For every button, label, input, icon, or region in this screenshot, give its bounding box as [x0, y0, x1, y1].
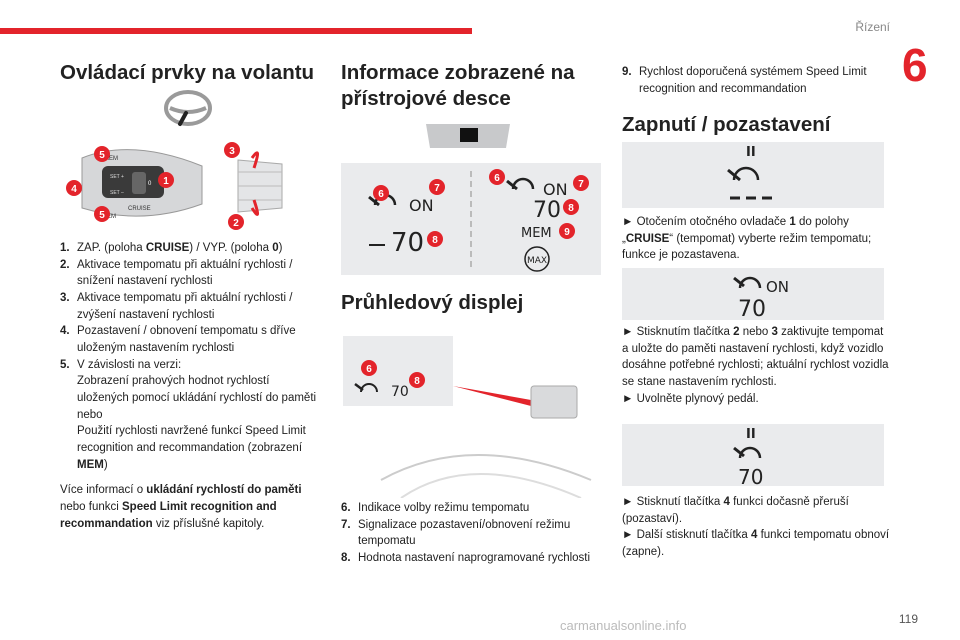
- badge-3: [224, 142, 240, 158]
- panel-mem-text: MEM: [521, 226, 552, 241]
- heading-activation: Zapnutí / pozastavení: [622, 113, 831, 136]
- badge-8-hud: [409, 372, 425, 388]
- cruise-speedometer-icon-right: [506, 177, 535, 191]
- badge-6: [373, 185, 389, 201]
- list-item: 3.Aktivace tempomatu při aktuální rychlo…: [60, 292, 293, 321]
- pause-symbol-2: II: [746, 427, 756, 442]
- badge-2-label: 2: [233, 218, 239, 229]
- hud-heading-wrap: Průhledový displej: [341, 290, 591, 316]
- badge-4: [66, 180, 82, 196]
- step-2-text: ► Stisknutím tlačítka 2 nebo 3 zaktivujt…: [622, 324, 892, 407]
- stalk-push-diagram: 3 2: [222, 138, 302, 230]
- list-item: 7.Signalizace pozastavení/obnovení režim…: [341, 518, 571, 548]
- section-name: Řízení: [855, 20, 890, 34]
- steering-controls-list: 1.ZAP. (poloha CRUISE) / VYP. (poloha 0)…: [60, 240, 322, 532]
- step-1-text: ► Otočením otočného ovladače 1 do polohy…: [622, 216, 872, 262]
- step-5-text: ► Další stisknutí tlačítka 4 funkci temp…: [622, 529, 890, 559]
- panel-on-text-right: ON: [543, 180, 568, 199]
- display-paused-speed: II 70: [622, 424, 884, 489]
- badge-5-top-label: 5: [99, 150, 105, 161]
- badge-8: [427, 231, 443, 247]
- list-item: 4.Pozastavení / obnovení tempomatu s dří…: [60, 325, 296, 355]
- list-item: 2.Aktivace tempomatu při aktuální rychlo…: [60, 258, 293, 288]
- panel-speed-text: 70: [391, 228, 424, 258]
- active-on-text: ON: [766, 278, 789, 296]
- badge-1-label: 1: [163, 176, 169, 187]
- badge-6-label: 6: [378, 189, 384, 200]
- badge-5-bottom-label: 5: [99, 210, 105, 221]
- set-minus-label: SET –: [110, 190, 124, 196]
- heading-hud: Průhledový displej: [341, 291, 524, 314]
- column-steering-controls: Ovládací prvky na volantu: [60, 60, 320, 86]
- panel-max-text: MAX: [527, 256, 547, 266]
- hud-speedometer-icon: [354, 383, 378, 393]
- head-up-display-illustration: 70 6 8: [341, 330, 601, 499]
- step-4-text: ► Stisknutí tlačítka 4 funkci dočasně př…: [622, 494, 892, 561]
- cruise-stalk-diagram: MEM SET + SET – CRUISE 0 MEM 5 4 5 1: [62, 138, 212, 228]
- badge-6-right: [489, 169, 505, 185]
- list-item: 8.Hodnota nastavení naprogramované rychl…: [341, 552, 591, 565]
- badge-8-right: [563, 199, 579, 215]
- badge-7-label: 7: [434, 183, 440, 194]
- badge-6-right-label: 6: [494, 173, 500, 184]
- list-item: 9.Rychlost doporučená systémem Speed Lim…: [622, 66, 867, 95]
- badge-8-right-label: 8: [568, 203, 574, 214]
- badge-3-label: 3: [229, 146, 235, 157]
- step-3-text: ► Uvolněte plynový pedál.: [622, 392, 759, 405]
- steering-wheel-icon: [160, 88, 216, 130]
- instrument-cluster-icon: [420, 120, 516, 152]
- badge-9-label: 9: [564, 227, 570, 238]
- chapter-number: 6: [902, 39, 928, 91]
- badge-1: [158, 172, 174, 188]
- badge-6-hud: [361, 360, 377, 376]
- more-info-text: Více informací o ukládání rychlostí do p…: [60, 484, 302, 530]
- watermark: carmanualsonline.info: [560, 618, 687, 633]
- badge-7-right-label: 7: [578, 179, 584, 190]
- list-item: 6.Indikace volby režimu tempomatu: [341, 502, 530, 514]
- badge-5-bottom: [94, 206, 110, 222]
- badge-7: [429, 179, 445, 195]
- header-accent-bar: [0, 28, 472, 34]
- paused-speed-text: 70: [738, 465, 763, 486]
- display-active-cruise: ON 70: [622, 268, 884, 322]
- heading-activation-wrap: Zapnutí / pozastavení: [622, 112, 892, 138]
- panel-speed-text-right: 70: [533, 198, 561, 223]
- hud-speed-text: 70: [391, 384, 409, 400]
- active-speed-text: 70: [738, 297, 766, 320]
- badge-5-top: [94, 146, 110, 162]
- badge-8-hud-label: 8: [414, 376, 420, 387]
- badge-8-label: 8: [432, 235, 438, 246]
- pause-symbol: II: [746, 145, 756, 160]
- badge-7-right: [573, 175, 589, 191]
- set-plus-label: SET +: [110, 174, 124, 180]
- badge-2: [228, 214, 244, 230]
- cruise-label: CRUISE: [128, 206, 151, 212]
- zero-position-label: 0: [148, 181, 152, 187]
- heading-instrument-info: Informace zobrazené na přístrojové desce: [341, 61, 575, 110]
- hud-legend-list: 6.Indikace volby režimu tempomatu 7.Sign…: [341, 500, 606, 567]
- display-paused-cruise: II: [622, 142, 884, 208]
- panel-on-text: ON: [409, 196, 434, 215]
- heading-steering-controls: Ovládací prvky na volantu: [60, 61, 315, 84]
- badge-4-label: 4: [71, 184, 77, 195]
- mem-label-top: MEM: [104, 156, 118, 162]
- badge-9: [559, 223, 575, 239]
- badge-6-hud-label: 6: [366, 364, 372, 375]
- item-9-wrap: 9.Rychlost doporučená systémem Speed Lim…: [622, 64, 892, 97]
- page-number: 119: [898, 612, 918, 626]
- column-instrument-info: Informace zobrazené na přístrojové desce: [341, 60, 591, 111]
- list-item: 5.V závislosti na verzi:Zobrazení prahov…: [60, 358, 317, 471]
- cluster-display-panel: ON 70 ON 70 MEM MAX 6 7 8 6 7 8 9: [341, 163, 601, 275]
- list-item: 1.ZAP. (poloha CRUISE) / VYP. (poloha 0): [60, 242, 283, 254]
